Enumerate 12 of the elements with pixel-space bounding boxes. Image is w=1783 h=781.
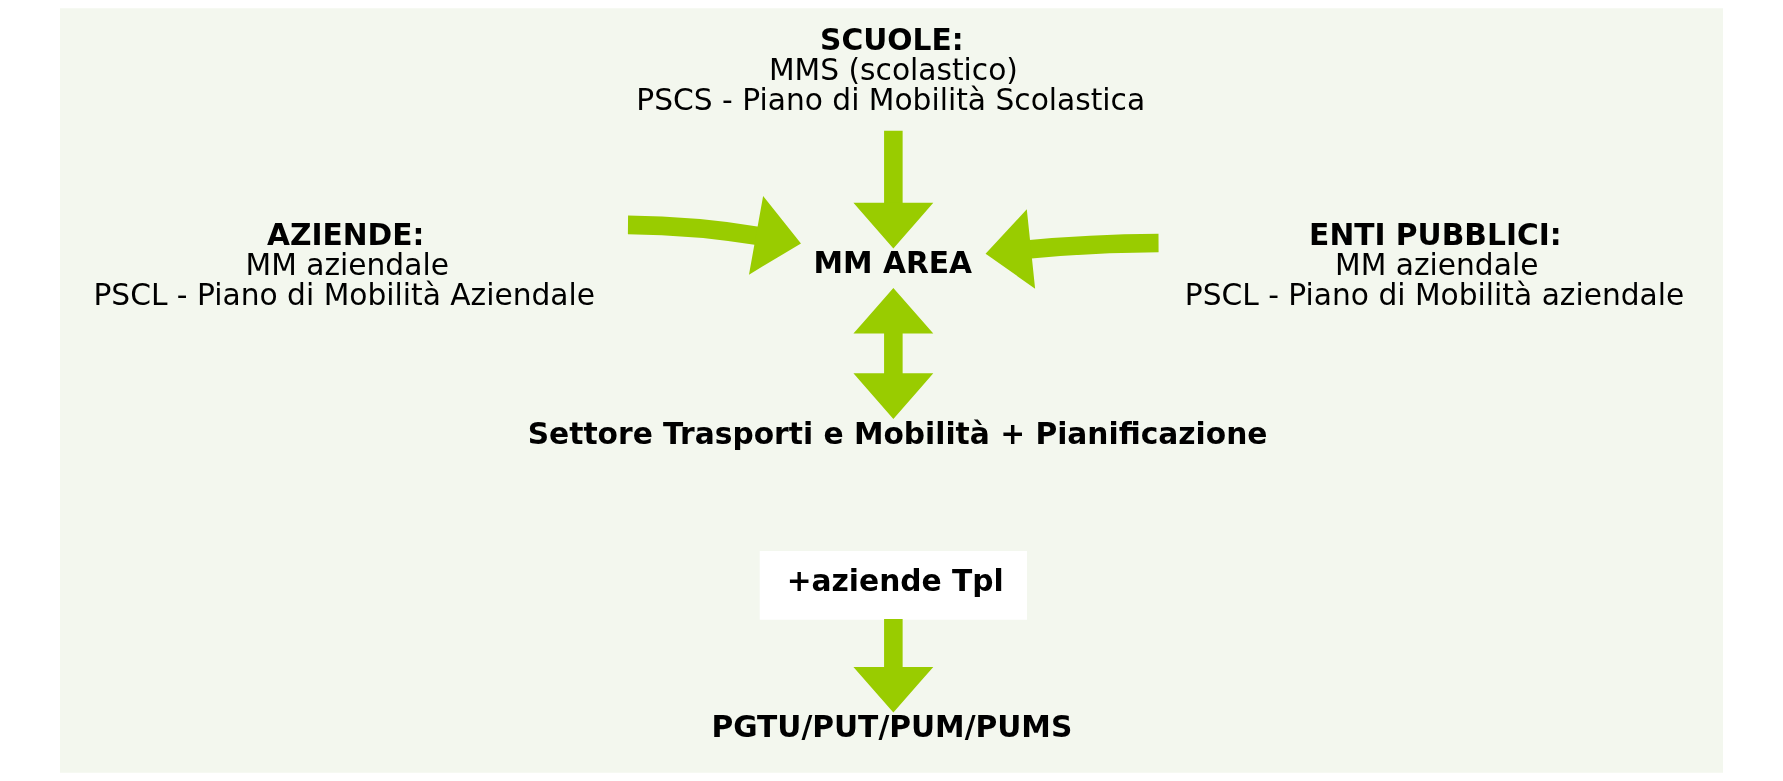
node-text: PGTU/PUT/PUM/PUMS — [711, 709, 1073, 745]
arrow — [853, 287, 934, 419]
arrow — [627, 196, 801, 275]
node-text: AZIENDE: MM aziendale PSCL - Piano di Mobilità Aziendale — [93, 217, 596, 312]
arrow — [853, 130, 934, 249]
node-box: +aziende Tpl — [759, 551, 1027, 620]
node-text: ENTI PUBBLICI: MM aziendale PSCL - Piano di Mobilità aziendale — [1184, 217, 1685, 312]
arrow — [853, 618, 934, 713]
node-text: Settore Trasporti e Mobilità + Pianificazione — [527, 415, 1268, 451]
arrow — [985, 209, 1159, 289]
node-text: MM AREA — [813, 245, 973, 281]
node-text: SCUOLE: MMS (scolastico) PSCS - Piano di Mobilità Scolastica — [636, 22, 1146, 117]
